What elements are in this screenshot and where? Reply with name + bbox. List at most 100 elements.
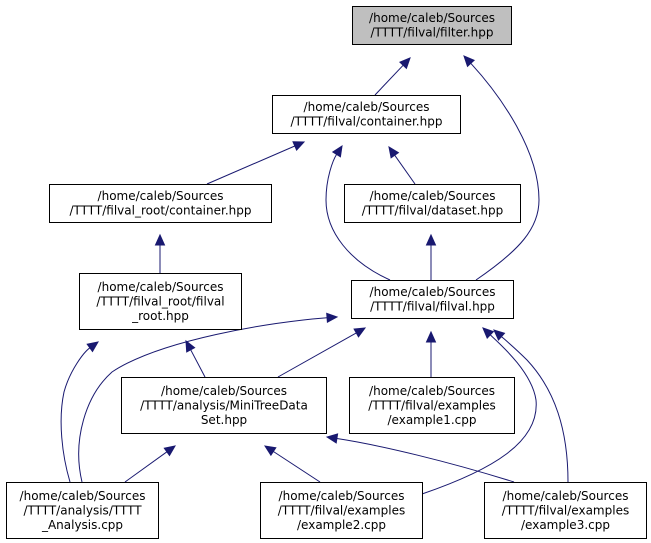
edge-line	[273, 451, 321, 483]
edge-line	[206, 145, 295, 185]
edge-example2_cpp-to-minitree_hpp	[263, 445, 321, 483]
node-label-line: /home/caleb/Sources	[279, 489, 405, 503]
node-label-line: /TTTT/analysis/MiniTreeData	[140, 398, 308, 412]
node-label-line: /home/caleb/Sources	[370, 189, 496, 203]
edge-example3_cpp-to-filval_hpp	[493, 329, 569, 483]
edge-line	[325, 154, 391, 281]
node-label-line: /TTTT/filval_root/filval	[96, 294, 224, 308]
arrowhead	[353, 327, 367, 338]
arrowhead	[463, 55, 476, 68]
node-box	[351, 280, 514, 319]
arrowhead	[325, 433, 339, 444]
node-example1-cpp[interactable]: /home/caleb/Sources/TTTT/filval/examples…	[349, 377, 515, 434]
edge-example3_cpp-to-minitree_hpp	[325, 433, 515, 483]
edge-root_container_hpp-to-container_hpp	[206, 141, 306, 185]
node-label-line: /home/caleb/Sources	[98, 189, 224, 203]
node-dataset-hpp[interactable]: /home/caleb/Sources/TTTT/filval/dataset.…	[344, 184, 521, 223]
edge-example1_cpp-to-filval_hpp	[425, 330, 437, 377]
edge-container_hpp-to-filter_hpp	[374, 57, 411, 96]
arrowhead	[292, 141, 306, 152]
node-label-line: /example1.cpp	[388, 413, 477, 427]
node-box	[6, 482, 159, 539]
edge-line	[60, 347, 91, 483]
arrowhead	[326, 312, 339, 324]
node-filval-root-hpp[interactable]: /home/caleb/Sources/TTTT/filval_root/fil…	[79, 273, 242, 330]
node-label-line: _Analysis.cpp	[41, 518, 123, 532]
edge-filval_hpp-to-dataset_hpp	[425, 233, 437, 280]
arrowhead	[263, 445, 277, 457]
node-label-line: /TTTT/filval/examples	[368, 398, 495, 412]
edge-tttt_analysis_cpp-to-minitree_hpp	[124, 445, 176, 483]
edge-line	[78, 317, 328, 483]
edge-filval_hpp-to-container_hpp	[325, 144, 391, 281]
node-box	[272, 95, 461, 134]
edge-line	[124, 451, 168, 483]
node-label-line: /home/caleb/Sources	[503, 489, 629, 503]
arrowhead	[482, 327, 495, 339]
edge-line	[470, 62, 540, 281]
edge-line	[394, 154, 416, 185]
edge-line	[336, 438, 515, 483]
node-box	[260, 482, 423, 539]
node-filval-hpp[interactable]: /home/caleb/Sources/TTTT/filval/filval.h…	[351, 280, 514, 319]
edge-line	[190, 349, 206, 378]
node-example2-cpp[interactable]: /home/caleb/Sources/TTTT/filval/examples…	[260, 482, 423, 539]
node-box	[49, 184, 272, 223]
node-box	[121, 377, 327, 434]
node-label-line: _root.hpp	[131, 309, 189, 323]
node-label-line: /TTTT/filval_root/container.hpp	[70, 204, 252, 218]
node-box	[79, 273, 242, 330]
edge-filval_root_hpp-to-root_container_hpp	[154, 233, 166, 273]
node-container-hpp[interactable]: /home/caleb/Sources/TTTT/filval/containe…	[272, 95, 461, 134]
node-label-line: /TTTT/filval/container.hpp	[291, 115, 443, 129]
node-label-line: /example2.cpp	[297, 518, 386, 532]
node-box	[344, 184, 521, 223]
node-label-line: /home/caleb/Sources	[369, 384, 495, 398]
edge-tttt_analysis_cpp-to-filval_hpp	[78, 312, 339, 483]
node-label-line: /TTTT/filval/filter.hpp	[371, 26, 494, 40]
node-label-line: Set.hpp	[201, 413, 247, 427]
node-label-line: /TTTT/filval/examples	[278, 503, 405, 517]
node-label-line: /home/caleb/Sources	[304, 100, 430, 114]
arrowhead	[331, 144, 343, 158]
arrowhead	[399, 57, 411, 70]
node-label-line: /TTTT/filval/filval.hpp	[370, 300, 495, 314]
node-label-line: /example3.cpp	[521, 518, 610, 532]
edge-line	[501, 336, 569, 483]
node-root-container-hpp[interactable]: /home/caleb/Sources/TTTT/filval_root/con…	[49, 184, 272, 223]
arrowhead	[388, 145, 400, 159]
node-label-line: /home/caleb/Sources	[369, 11, 495, 25]
nodes: /home/caleb/Sources/TTTT/filval/filter.h…	[6, 6, 647, 539]
node-example3-cpp[interactable]: /home/caleb/Sources/TTTT/filval/examples…	[484, 482, 647, 539]
edge-tttt_analysis_cpp-to-filval_root_hpp	[60, 341, 99, 483]
edge-example2_cpp-to-filval_hpp	[421, 327, 537, 495]
arrowhead	[163, 445, 176, 457]
node-label-line: /home/caleb/Sources	[161, 384, 287, 398]
node-label-line: /home/caleb/Sources	[98, 280, 224, 294]
node-label-line: /TTTT/filval/dataset.hpp	[362, 204, 504, 218]
node-minitree-hpp[interactable]: /home/caleb/Sources/TTTT/analysis/MiniTr…	[121, 377, 327, 434]
arrowhead	[185, 339, 196, 353]
arrowhead	[425, 330, 437, 343]
node-label-line: /TTTT/analysis/TTTT	[23, 503, 142, 517]
edge-line	[374, 64, 404, 96]
edges	[60, 55, 569, 495]
edge-minitree_hpp-to-filval_root_hpp	[185, 339, 206, 378]
node-box	[352, 6, 512, 45]
node-filter-hpp[interactable]: /home/caleb/Sources/TTTT/filval/filter.h…	[352, 6, 512, 45]
edge-minitree_hpp-to-filval_hpp	[277, 327, 367, 378]
edge-dataset_hpp-to-container_hpp	[388, 145, 416, 185]
edge-line	[421, 334, 537, 495]
edge-line	[277, 332, 357, 378]
node-label-line: /TTTT/filval/examples	[502, 503, 629, 517]
edge-filval_hpp-to-filter_hpp	[463, 55, 540, 281]
node-label-line: /home/caleb/Sources	[20, 489, 146, 503]
arrowhead	[154, 233, 166, 246]
node-box	[349, 377, 515, 434]
node-label-line: /home/caleb/Sources	[370, 285, 496, 299]
arrowhead	[493, 329, 506, 341]
arrowhead	[425, 233, 437, 246]
node-tttt-analysis-cpp[interactable]: /home/caleb/Sources/TTTT/analysis/TTTT_A…	[6, 482, 159, 539]
arrowhead	[86, 341, 99, 353]
